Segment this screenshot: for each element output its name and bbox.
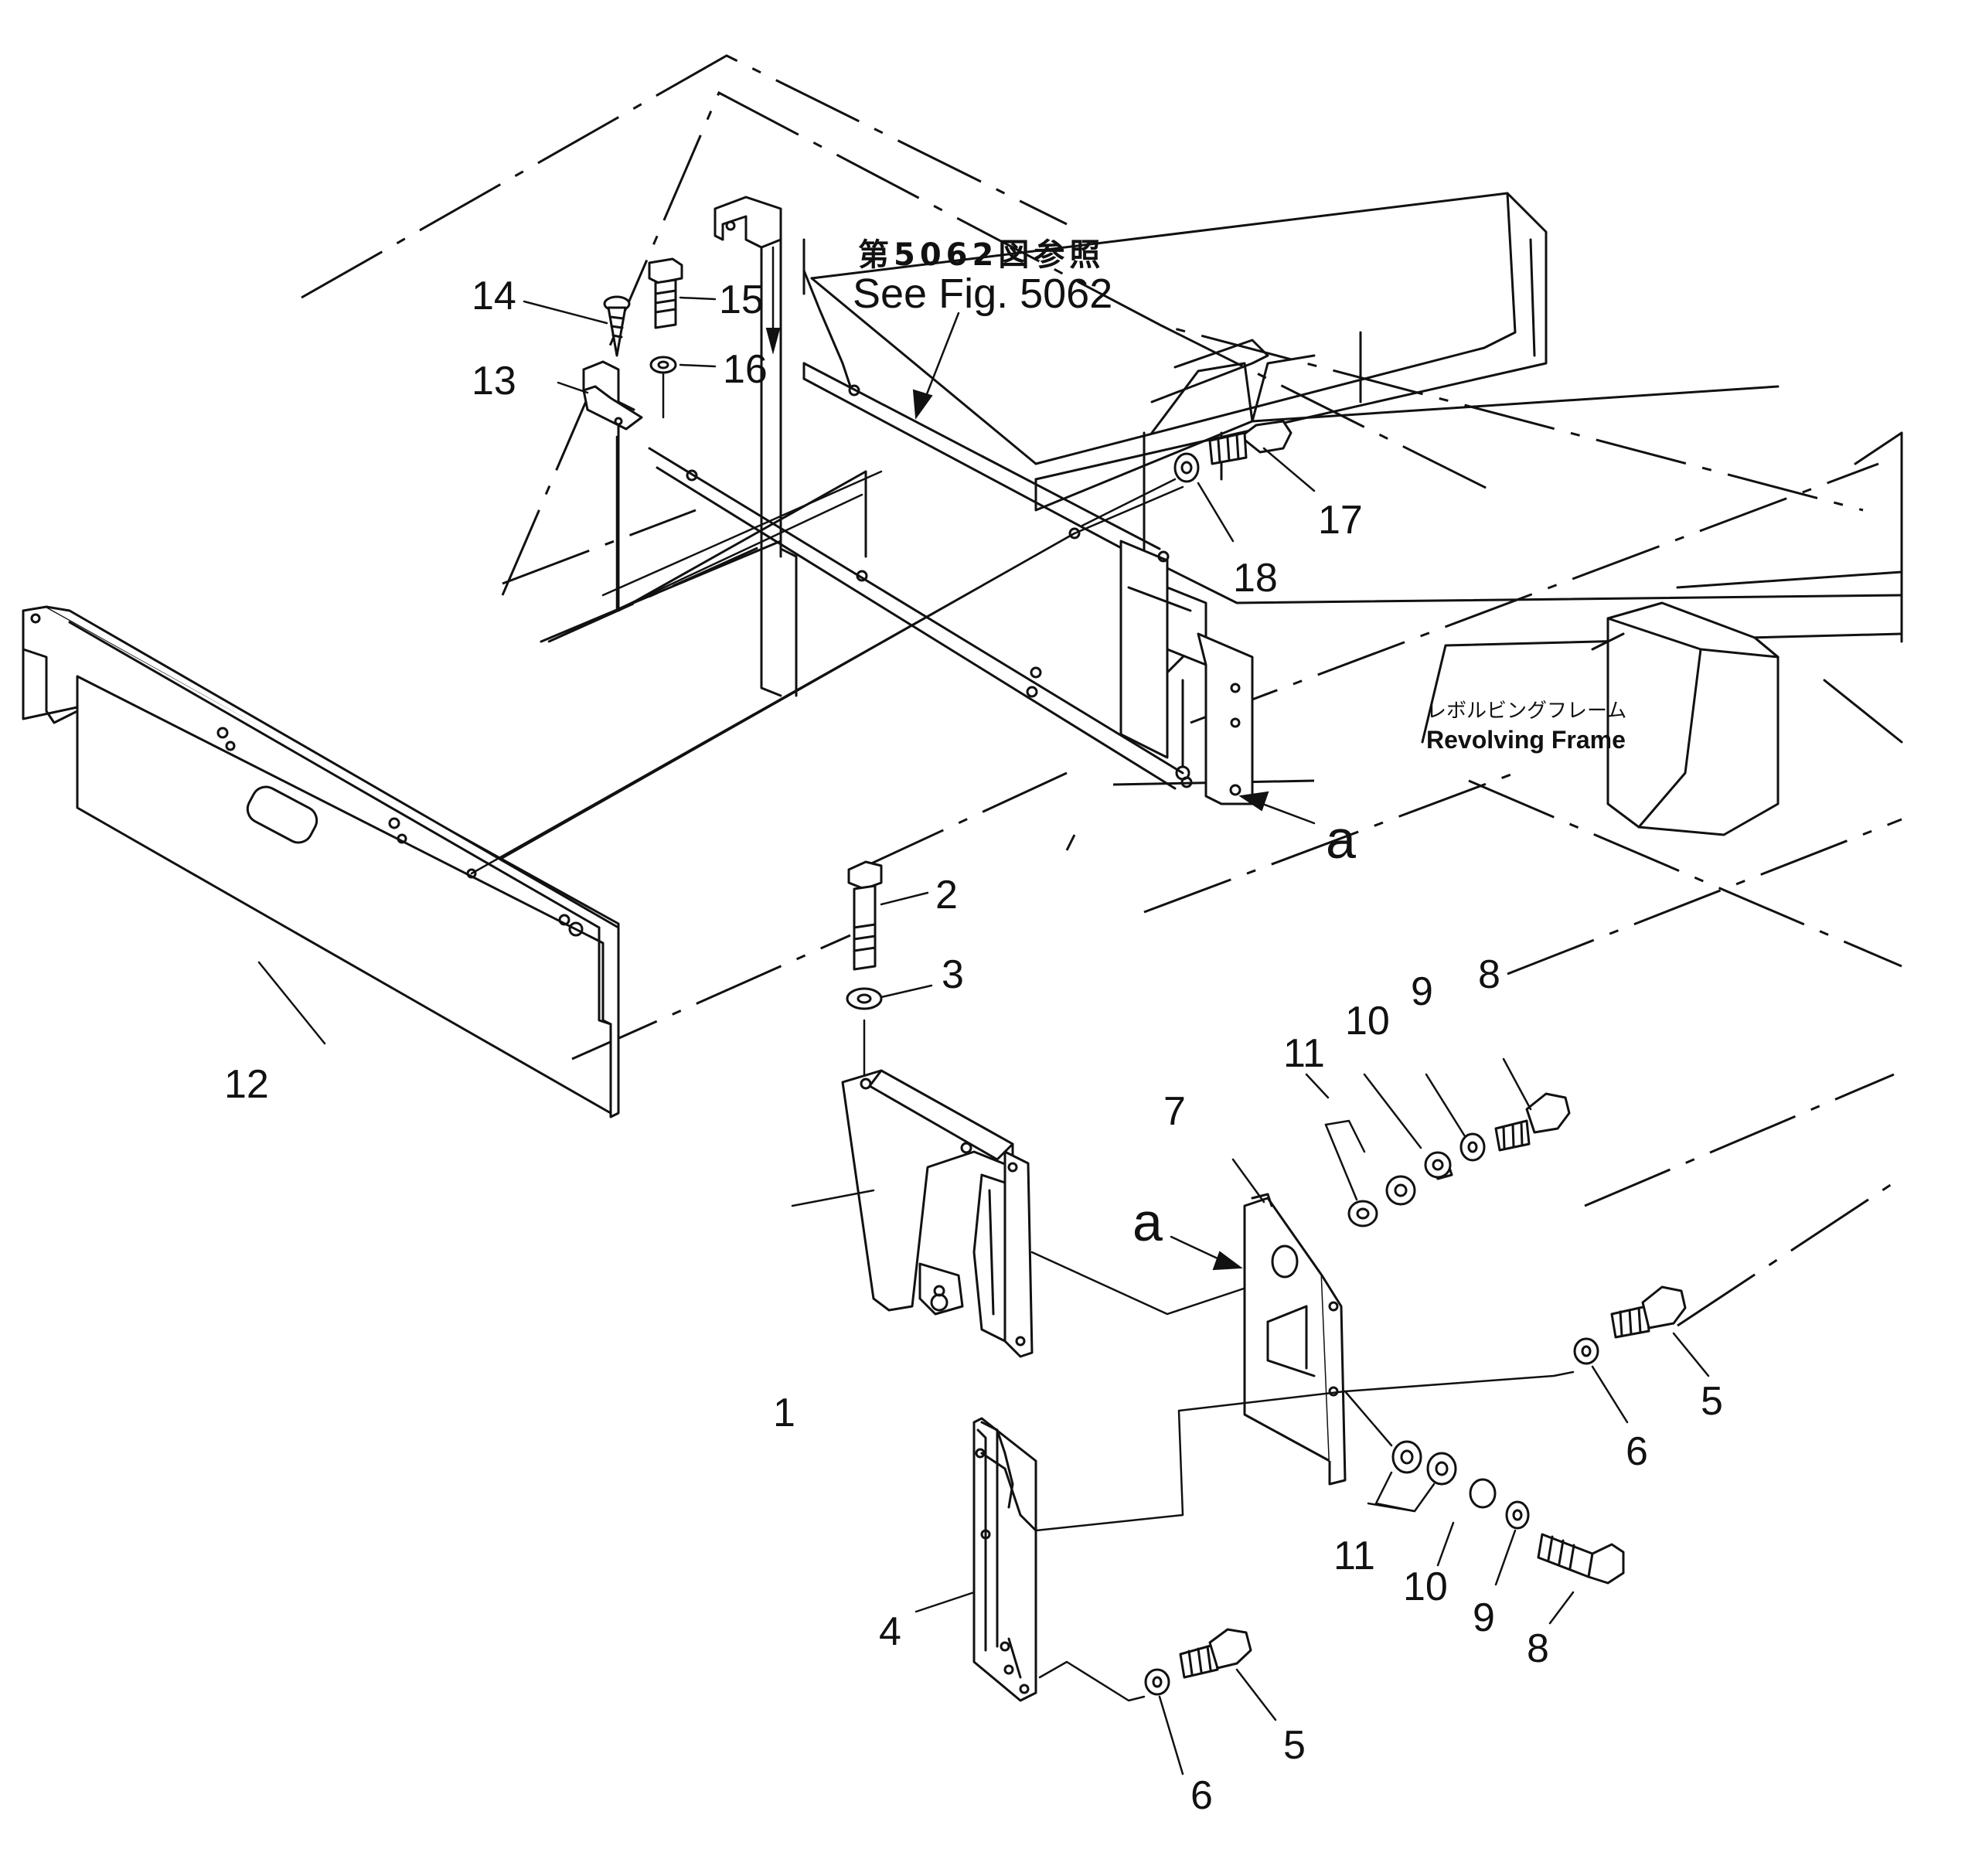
bolt-5-washer-6-right [1344, 1285, 1687, 1393]
part-7-plate [1243, 1193, 1347, 1486]
callout-11-upper: 11 [1283, 1031, 1325, 1076]
lower-fastener-stack [1344, 1390, 1625, 1585]
part-12-cover-panel [22, 532, 1076, 1118]
reference-ja: 第5062図参照 [858, 237, 1105, 273]
callout-12: 12 [224, 1062, 269, 1107]
latch-assembly [582, 257, 683, 612]
view-marker-a-upper: a [1326, 809, 1356, 870]
bolt-5-washer-6-lower [1144, 1628, 1252, 1696]
callout-1: 1 [773, 1391, 795, 1435]
callout-13: 13 [472, 359, 516, 403]
callout-10-upper: 10 [1345, 999, 1390, 1044]
view-marker-arrows [1170, 791, 1316, 1271]
callout-18: 18 [1233, 556, 1278, 601]
frame-label-en: Revolving Frame [1426, 726, 1626, 754]
revolving-frame [810, 192, 1903, 836]
reference-en: See Fig. 5062 [853, 271, 1112, 317]
callout-3: 3 [942, 952, 964, 997]
callout-5-right: 5 [1701, 1379, 1723, 1424]
callout-8-upper: 8 [1478, 952, 1500, 997]
reference-label: 第5062図参照 See Fig. 5062 [853, 237, 1112, 317]
callout-15: 15 [719, 277, 764, 322]
part-1-bracket [841, 1019, 1262, 1358]
frame-label-ja: レボルビングフレーム [1426, 700, 1626, 723]
callout-9-upper: 9 [1411, 969, 1433, 1014]
callout-6-right: 6 [1626, 1429, 1648, 1474]
callout-17: 17 [1318, 498, 1363, 543]
upper-fastener-stack [1347, 1092, 1571, 1227]
view-marker-a-lower: a [1132, 1192, 1163, 1252]
callout-10-lower: 10 [1403, 1564, 1448, 1609]
callout-6-lower: 6 [1190, 1773, 1213, 1818]
callout-14: 14 [472, 274, 516, 318]
callout-5-lower: 5 [1283, 1723, 1306, 1768]
callout-leaders [257, 296, 1710, 1776]
callout-numbers: 1 2 3 4 5 5 6 6 7 8 8 9 9 10 10 11 11 12… [224, 274, 1723, 1818]
frame-bolt-17-18 [1081, 420, 1293, 527]
frame-label: レボルビングフレーム Revolving Frame [1426, 700, 1626, 754]
callout-11-lower: 11 [1333, 1534, 1375, 1578]
callout-9-lower: 9 [1473, 1595, 1495, 1640]
callout-4: 4 [879, 1609, 901, 1654]
callout-7: 7 [1163, 1089, 1186, 1134]
upper-bracket-frame [501, 196, 1254, 860]
see-fig-arrow [765, 246, 960, 420]
callout-2: 2 [935, 873, 958, 918]
part-4-bracket [972, 1390, 1347, 1702]
callout-16: 16 [723, 347, 768, 392]
bolt-2-washer-3 [846, 860, 883, 1010]
callout-8-lower: 8 [1527, 1626, 1549, 1671]
